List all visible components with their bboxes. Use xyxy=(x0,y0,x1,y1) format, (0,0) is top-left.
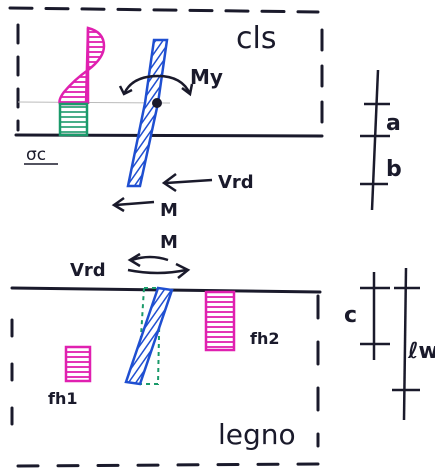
concrete-stress-diagram xyxy=(58,26,106,137)
concrete-label: cls xyxy=(236,21,276,56)
fh2-label: fh2 xyxy=(250,329,279,348)
moment-y-arrow xyxy=(118,74,194,97)
lower-connector xyxy=(124,286,174,386)
upper-connector xyxy=(126,38,169,188)
dimension-a-b xyxy=(360,69,390,211)
dim-c-label: c xyxy=(344,303,357,328)
dimension-lw xyxy=(392,267,420,421)
moment-upper-arrow xyxy=(111,196,155,213)
shear-upper-arrow xyxy=(161,173,213,193)
dim-b-label: b xyxy=(386,157,402,182)
dimension-c xyxy=(360,272,390,360)
fh1-stress-block xyxy=(64,345,92,383)
shear-lower-arrow xyxy=(127,252,191,279)
shear-upper-label: Vrd xyxy=(218,172,254,193)
sigma-c-label: σc xyxy=(26,145,46,165)
moment-lower-label: M xyxy=(160,232,178,253)
shear-lower-label: Vrd xyxy=(70,260,106,281)
moment-y-label: My xyxy=(190,65,223,89)
fh2-stress-block xyxy=(204,290,236,352)
dim-a-label: a xyxy=(386,111,401,136)
moment-upper-label: M xyxy=(160,200,178,221)
dim-lw-label: ℓw xyxy=(407,339,435,364)
fh1-label: fh1 xyxy=(48,389,77,408)
timber-label: legno xyxy=(218,418,296,451)
